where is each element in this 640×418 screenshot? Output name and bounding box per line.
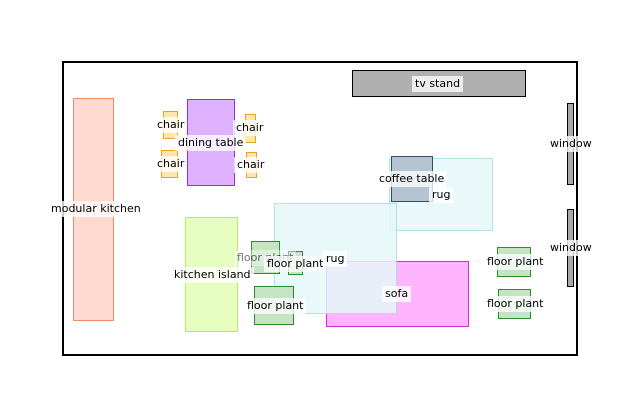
chair-label-4: chair — [234, 157, 268, 173]
floor-plant-label-2: floor plant — [264, 256, 327, 272]
dining-table-label: dining table — [175, 135, 247, 151]
kitchen-island-label: kitchen island — [171, 267, 254, 283]
floor-plant-label-5: floor plant — [484, 296, 547, 312]
rug-label-1: rug — [323, 251, 348, 267]
window-label-1: window — [547, 136, 595, 152]
modular-kitchen-label: modular kitchen — [48, 201, 144, 217]
window-label-2: window — [547, 240, 595, 256]
chair-label-2: chair — [233, 120, 267, 136]
rug-label-2: rug — [429, 187, 454, 203]
sofa-label: sofa — [382, 286, 412, 302]
floor-plant-label-4: floor plant — [484, 254, 547, 270]
tv-stand-label: tv stand — [412, 76, 464, 92]
chair-label-1: chair — [154, 117, 188, 133]
chair-label-3: chair — [154, 156, 188, 172]
coffee-table-label: coffee table — [376, 171, 448, 187]
floor-plant-label-3: floor plant — [244, 298, 307, 314]
